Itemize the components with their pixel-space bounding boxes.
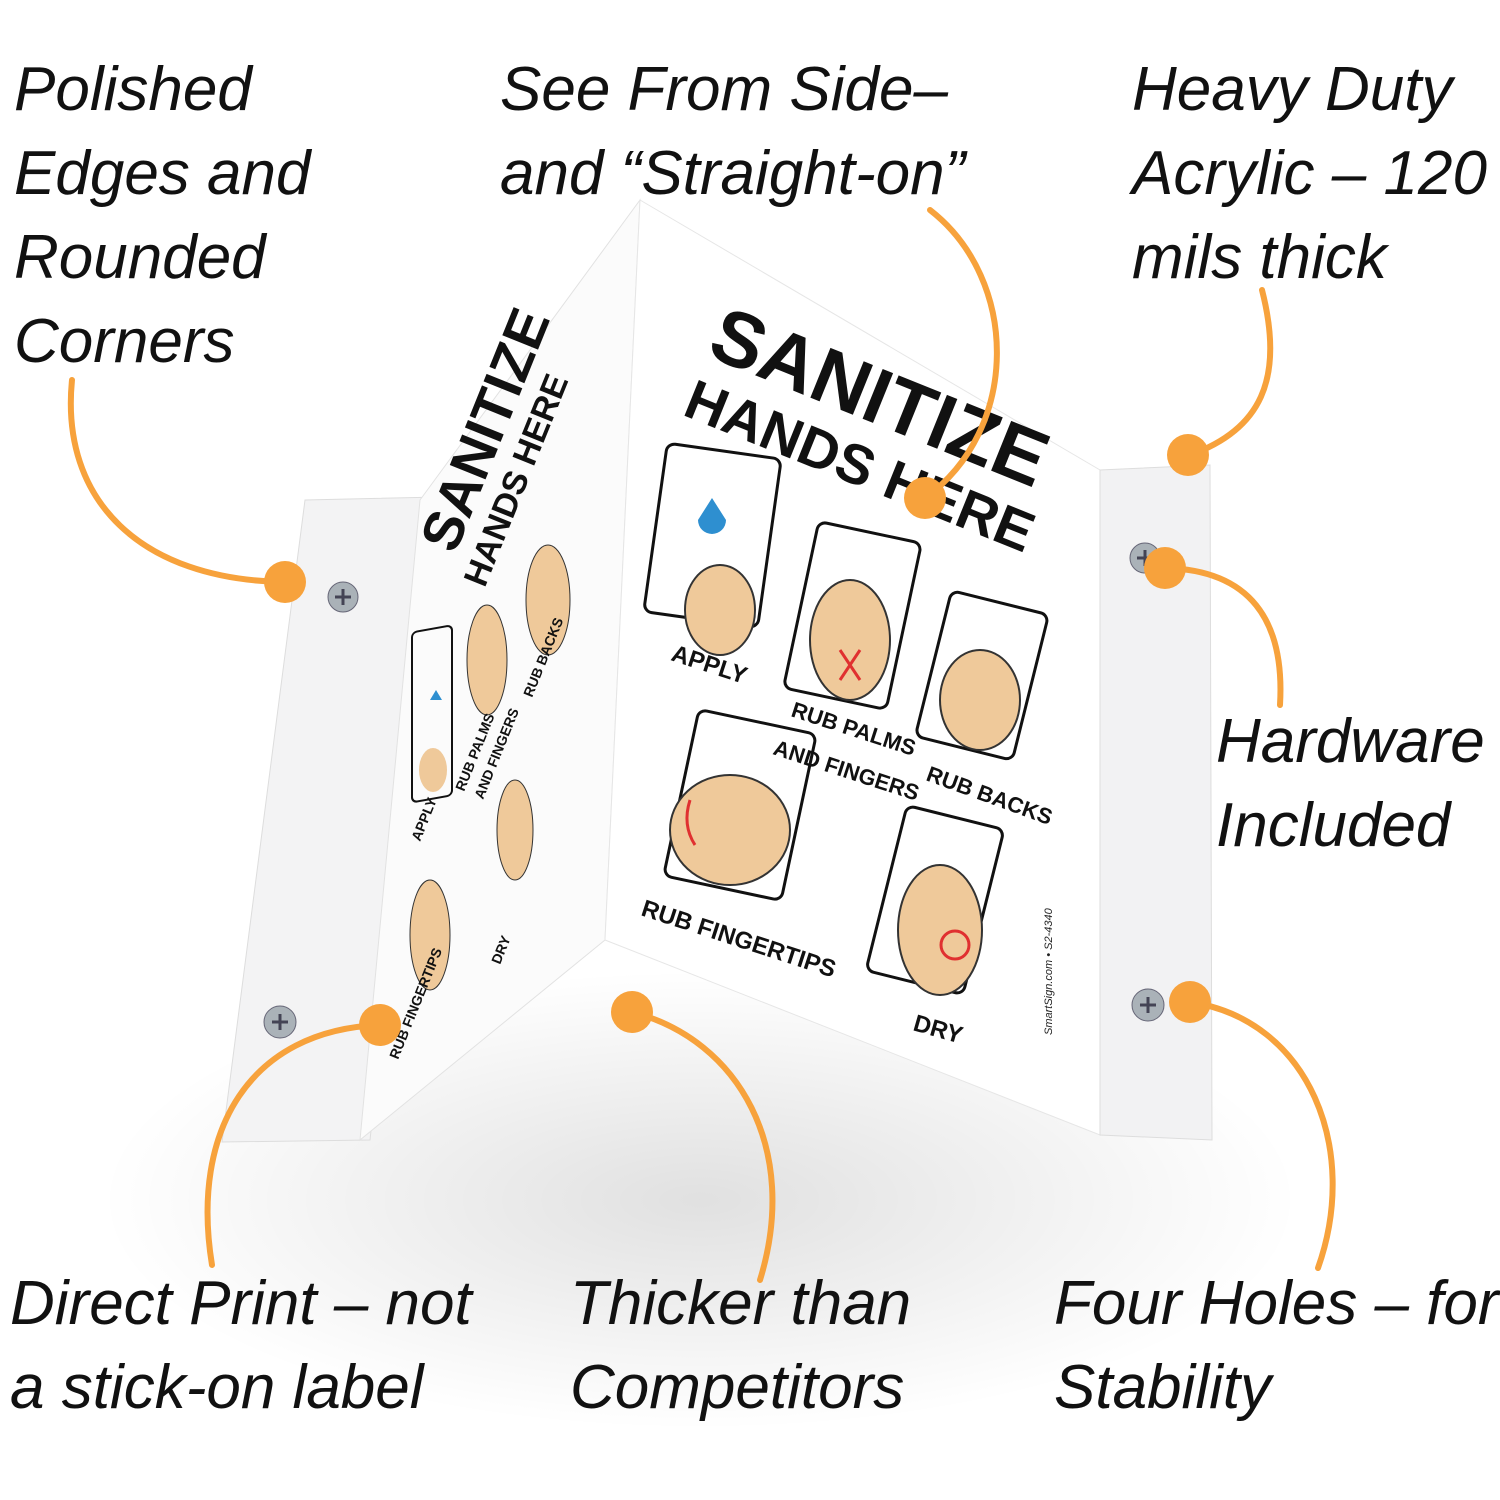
sign-footer: SmartSign.com • S2-4340 xyxy=(1043,907,1055,1035)
callout-heavy-duty: Heavy Duty Acrylic – 120 mils thick xyxy=(1132,55,1487,292)
leader-see-from-side xyxy=(922,207,1000,501)
callout-four-holes: Four Holes – for Stability xyxy=(1054,1269,1499,1422)
step-rub-palms-panel xyxy=(783,521,922,710)
leader-polished xyxy=(67,377,288,585)
leader-thicker xyxy=(629,1009,776,1283)
callout-see-from-side: See From Side– and “Straight-on” xyxy=(500,55,966,208)
leader-hardware xyxy=(1162,565,1284,708)
step-dry-panel xyxy=(866,805,1004,996)
screw-icon xyxy=(263,1005,297,1039)
step-rub-backs-panel xyxy=(915,590,1049,761)
callout-direct-print: Direct Print – not a stick-on label xyxy=(10,1269,472,1422)
callout-hardware: Hardware Included xyxy=(1216,707,1485,860)
screw-icon xyxy=(1131,988,1165,1022)
leader-heavy-duty xyxy=(1187,287,1274,458)
leader-direct-print xyxy=(204,1022,383,1268)
callout-dot xyxy=(904,477,946,519)
callout-dot xyxy=(1167,434,1209,476)
callout-dot xyxy=(611,991,653,1033)
step-rub-fingertips-panel xyxy=(663,709,817,901)
callout-thicker: Thicker than Competitors xyxy=(570,1269,912,1422)
screw-icon xyxy=(327,581,359,613)
callout-polished-edges: Polished Edges and Rounded Corners xyxy=(14,55,311,376)
leader-four-holes xyxy=(1187,999,1336,1271)
callout-dot xyxy=(1144,547,1186,589)
callout-dot xyxy=(359,1004,401,1046)
left-step-panels xyxy=(409,544,571,991)
step-apply-panel xyxy=(643,442,782,656)
callout-dot xyxy=(264,561,306,603)
callout-dot xyxy=(1169,981,1211,1023)
